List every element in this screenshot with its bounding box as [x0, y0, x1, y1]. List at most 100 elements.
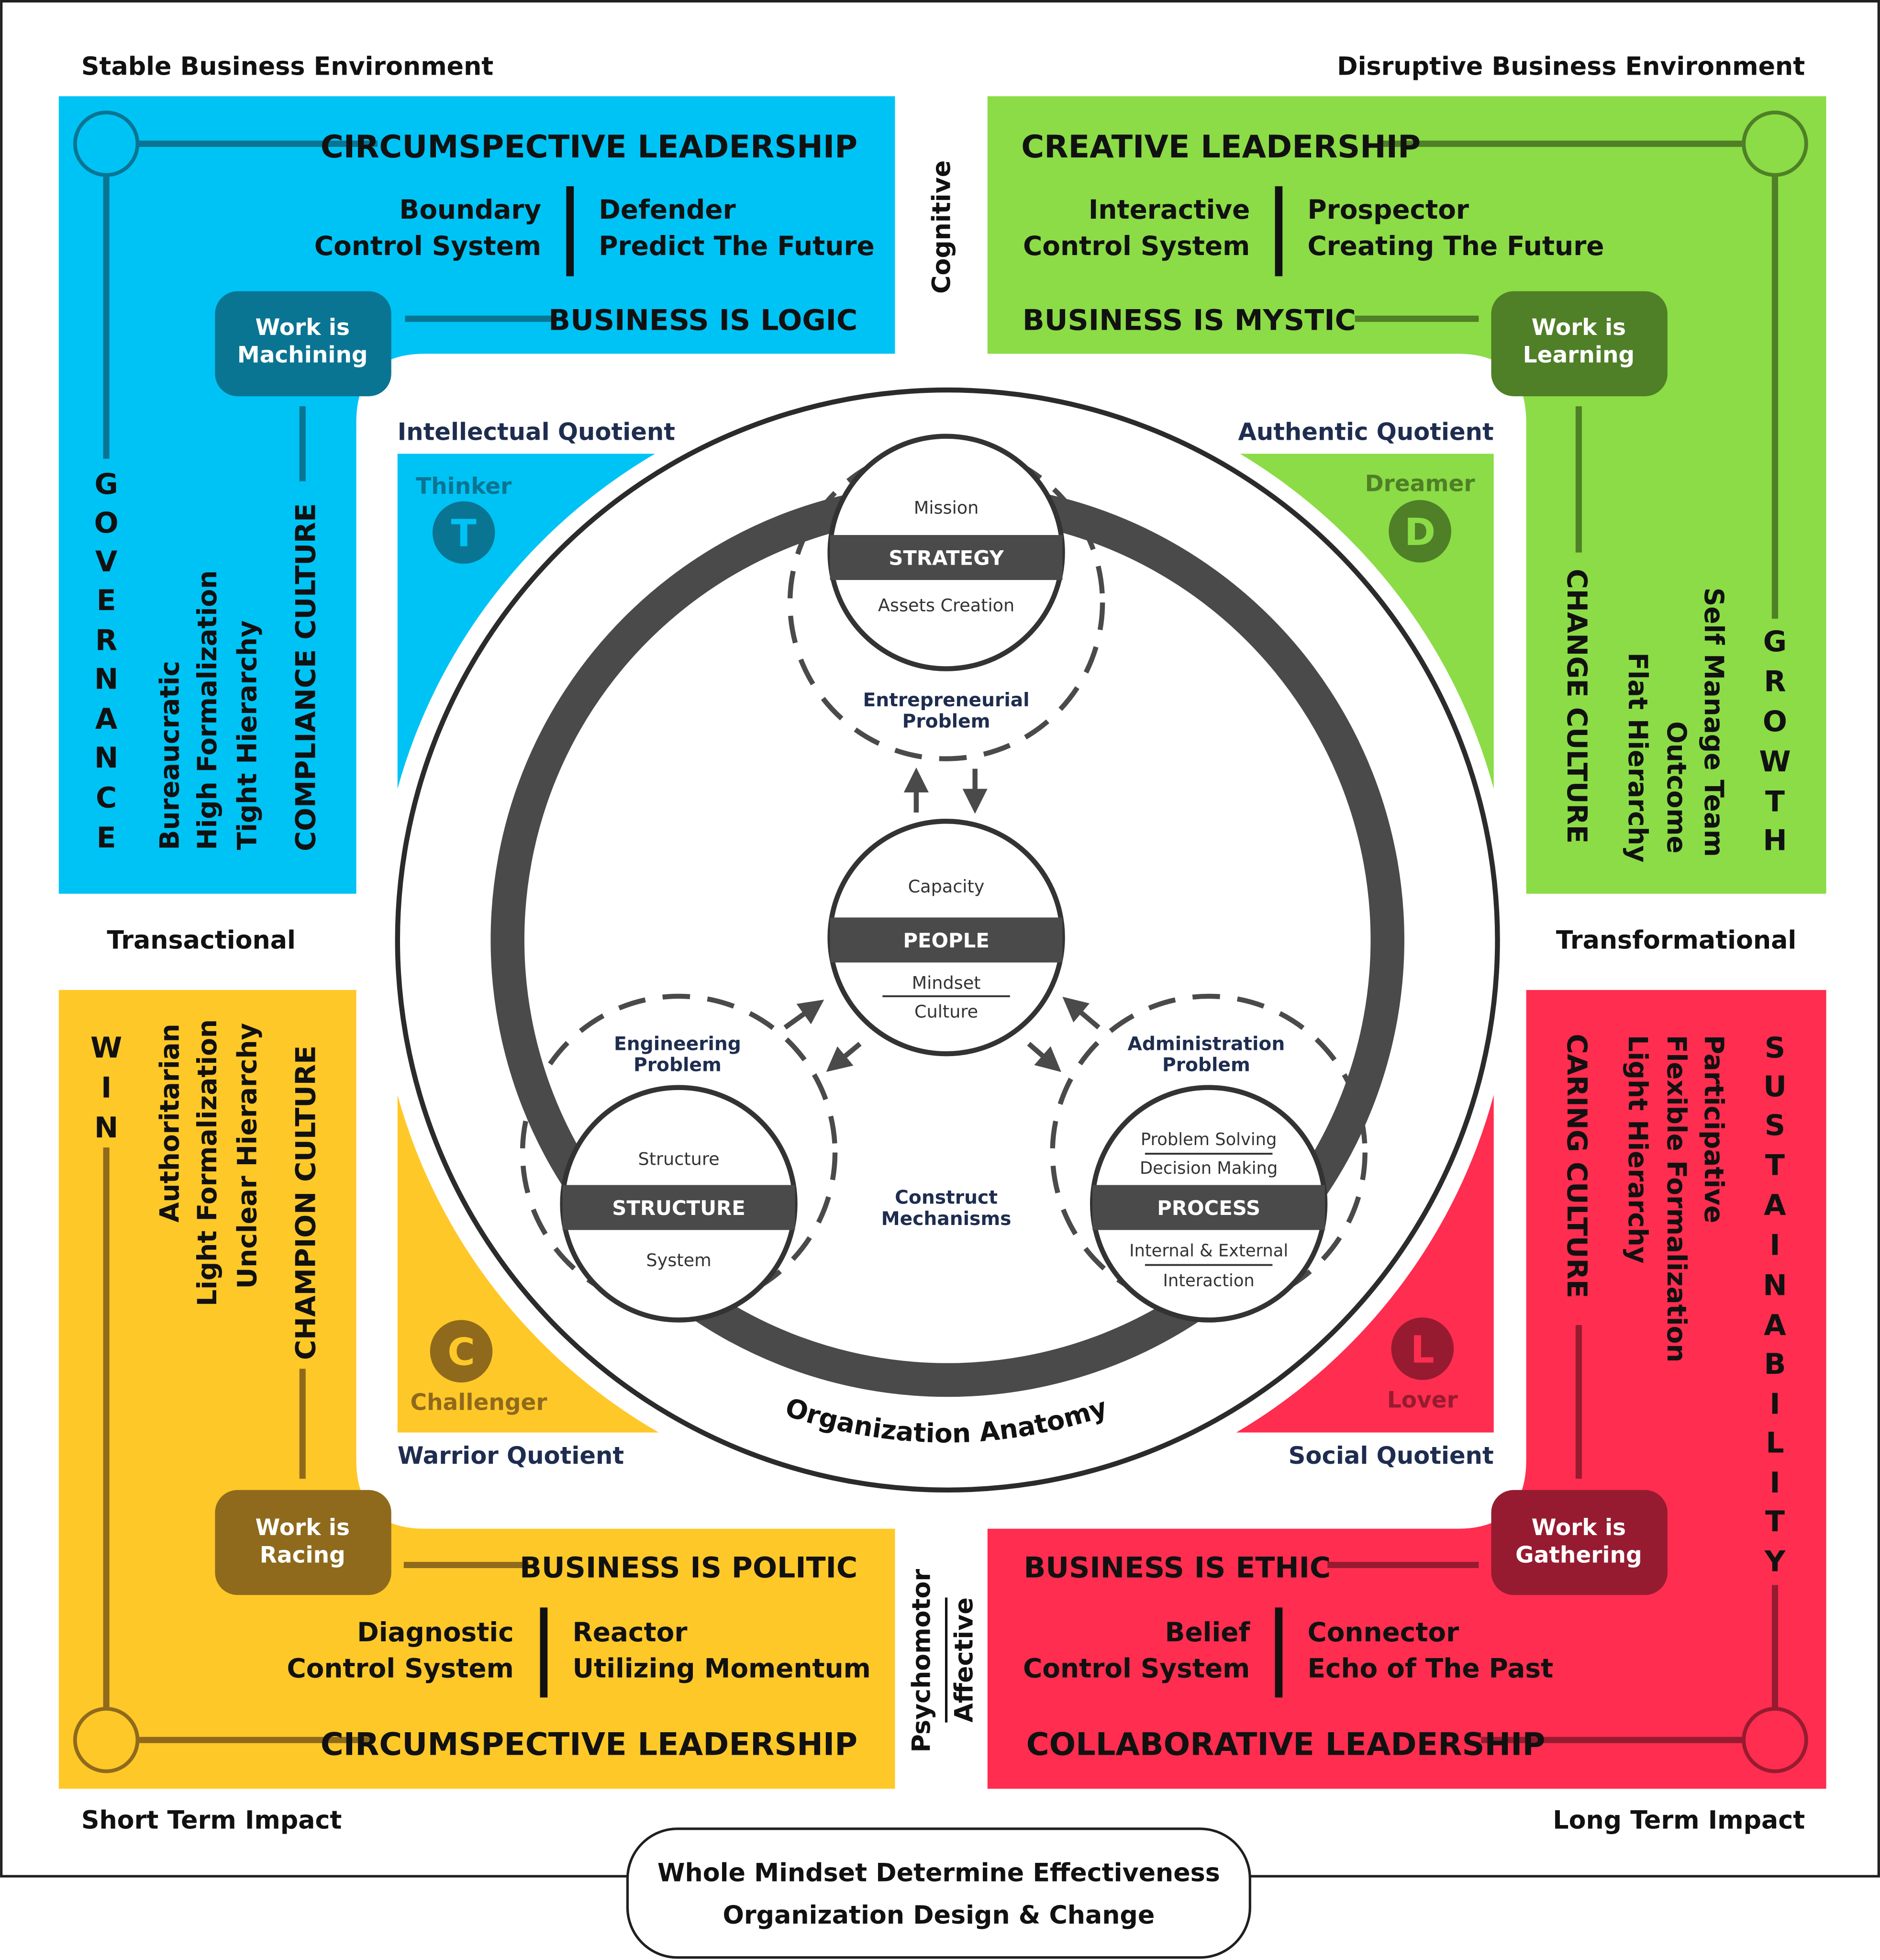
yellow-corner-node: [73, 1707, 140, 1773]
corner-bottom-left: Short Term Impact: [81, 1806, 342, 1835]
quotient-authentic: Authentic Quotient: [1238, 418, 1493, 446]
green-letter: W: [1759, 745, 1791, 779]
yellow-work-line-2: Racing: [260, 1542, 345, 1568]
green-work-badge: [1491, 291, 1668, 397]
node-people: Capacity PEOPLE Mindset Culture: [827, 819, 1065, 1057]
red-work-line-2: Gathering: [1515, 1542, 1642, 1568]
blue-work-badge: [215, 291, 391, 397]
blue-letter: E: [97, 821, 116, 855]
green-leadership: CREATIVE LEADERSHIP: [1021, 129, 1421, 165]
persona-challenger-letter: C: [447, 1331, 475, 1374]
quadrant-green: CREATIVE LEADERSHIP Interactive Control …: [987, 96, 1826, 894]
red-letter: A: [1764, 1309, 1786, 1342]
blue-letter: R: [95, 624, 117, 657]
process-label: PROCESS: [1157, 1196, 1260, 1220]
red-divider: [1275, 1607, 1283, 1698]
green-strategy-2: Creating The Future: [1308, 231, 1604, 261]
blue-letter: N: [94, 662, 118, 696]
corner-bottom-right: Long Term Impact: [1553, 1806, 1805, 1835]
strategy-problem-line-2: Problem: [902, 711, 990, 732]
quotient-social: Social Quotient: [1289, 1442, 1494, 1470]
blue-letter: O: [94, 506, 119, 540]
blue-letter: E: [97, 584, 116, 617]
node-structure: Structure STRUCTURE System: [560, 1085, 798, 1323]
persona-challenger-badge: [430, 1320, 493, 1383]
persona-dreamer-letter: D: [1404, 511, 1435, 554]
blue-work-line-1: Work is: [256, 314, 350, 341]
yellow-business: BUSINESS IS POLITIC: [520, 1551, 857, 1585]
strategy-band: [830, 535, 1063, 580]
blue-trait-1: Bureaucratic: [155, 661, 185, 850]
axis-bottom-label-1: Psychomotor: [908, 1569, 936, 1753]
strategy-bottom: Assets Creation: [878, 595, 1014, 615]
structure-problem-line-2: Problem: [634, 1055, 722, 1076]
red-letter: U: [1763, 1070, 1787, 1103]
yellow-trait-2: Light Formalization: [192, 1019, 222, 1306]
process-top-1: Problem Solving: [1141, 1130, 1277, 1149]
blue-control-1: Boundary: [400, 194, 542, 225]
red-letter: S: [1765, 1031, 1785, 1065]
people-bottom-2: Culture: [914, 1001, 978, 1022]
blue-leadership: CIRCUMSPECTIVE LEADERSHIP: [321, 129, 857, 165]
strategy-top: Mission: [914, 498, 979, 518]
blue-corner-node: [73, 111, 140, 177]
process-bottom-1: Internal & External: [1129, 1241, 1288, 1260]
green-letter: G: [1763, 625, 1787, 658]
red-letter: S: [1765, 1109, 1785, 1142]
red-letter: B: [1764, 1348, 1786, 1381]
blue-letter: C: [96, 781, 117, 815]
structure-bottom: System: [646, 1250, 711, 1270]
axis-top-label: Cognitive: [927, 160, 956, 294]
red-trait-3: Light Hierarchy: [1623, 1035, 1653, 1264]
red-letter: A: [1764, 1189, 1786, 1222]
red-control-1: Belief: [1165, 1617, 1251, 1648]
green-trait-2: Outcome: [1661, 721, 1692, 853]
arrow-structure-to-people: [783, 999, 824, 1030]
blue-letter: V: [95, 545, 118, 579]
green-vertical-word: G R O W T H: [1759, 625, 1791, 857]
footer-line-1: Whole Mindset Determine Effectiveness: [657, 1859, 1220, 1887]
red-work-badge: [1491, 1490, 1668, 1595]
yellow-letter: N: [94, 1111, 118, 1145]
people-label: PEOPLE: [903, 929, 989, 952]
green-letter: T: [1765, 785, 1785, 818]
red-vertical-word: S U S T A I N A B I L I T Y: [1763, 1031, 1787, 1579]
blue-strategy-2: Predict The Future: [599, 231, 874, 261]
red-trait-1: Participative: [1699, 1035, 1729, 1223]
red-letter: I: [1769, 1387, 1780, 1421]
structure-band: [562, 1185, 795, 1230]
green-work-line-2: Learning: [1523, 342, 1635, 368]
red-letter: I: [1769, 1229, 1780, 1262]
yellow-control-1: Diagnostic: [357, 1617, 513, 1648]
red-letter: T: [1765, 1505, 1785, 1538]
process-problem-line-2: Problem: [1162, 1055, 1250, 1076]
red-letter: L: [1766, 1426, 1784, 1459]
structure-label: STRUCTURE: [612, 1196, 745, 1220]
green-culture: CHANGE CULTURE: [1561, 569, 1593, 844]
people-bottom-1: Mindset: [912, 972, 981, 993]
red-corner-node: [1742, 1707, 1808, 1773]
green-letter: H: [1763, 824, 1787, 857]
persona-lover-letter: L: [1411, 1328, 1435, 1371]
persona-dreamer: Dreamer: [1365, 471, 1476, 497]
red-letter: Y: [1764, 1545, 1786, 1579]
green-strategy-1: Prospector: [1308, 194, 1469, 225]
blue-trait-3: Tight Hierarchy: [232, 620, 263, 850]
green-corner-node: [1742, 111, 1808, 177]
blue-business: BUSINESS IS LOGIC: [548, 304, 857, 337]
yellow-trait-3: Unclear Hierarchy: [232, 1023, 263, 1289]
structure-top: Structure: [638, 1149, 719, 1169]
yellow-vertical-word: W I N: [90, 1031, 122, 1145]
green-divider: [1275, 186, 1283, 277]
people-band: [830, 917, 1063, 963]
yellow-work-badge: [215, 1490, 391, 1595]
corner-top-right: Disruptive Business Environment: [1337, 53, 1805, 81]
quadrant-yellow: CIRCUMSPECTIVE LEADERSHIP Diagnostic Con…: [58, 990, 895, 1789]
process-band: [1092, 1185, 1325, 1230]
persona-thinker-badge: [432, 501, 495, 564]
blue-divider: [566, 186, 574, 277]
yellow-letter: W: [90, 1031, 122, 1065]
red-business: BUSINESS IS ETHIC: [1024, 1551, 1331, 1585]
